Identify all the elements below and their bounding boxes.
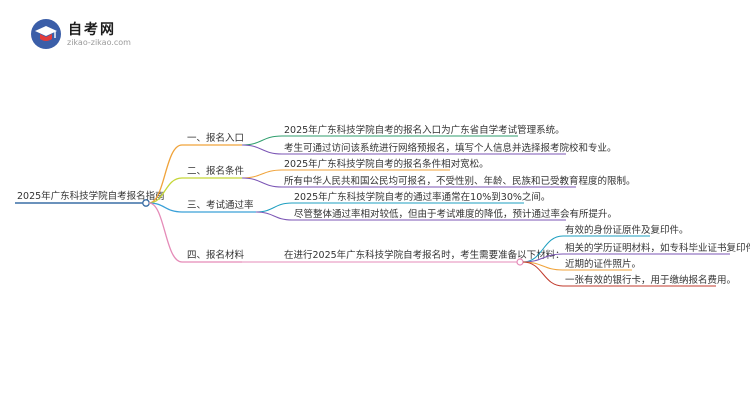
branch-3-link-1 — [255, 202, 524, 213]
trunk-b4 — [148, 202, 183, 263]
branch-4-intro: 在进行2025年广东科技学院自考报名时，考生需要准备以下材料： — [284, 249, 565, 261]
branch-3-link-2 — [255, 211, 566, 221]
branch-3-leaf-1: 2025年广东科技学院自考的通过率通常在10%到30%之间。 — [294, 191, 550, 203]
branch-4-label: 四、报名材料 — [187, 249, 245, 261]
branch-4-link-2 — [522, 253, 730, 263]
branch-4-link-1 — [522, 235, 650, 263]
branch-1-link-1 — [241, 135, 518, 146]
branch-1-label: 一、报名入口 — [187, 132, 244, 144]
branch-2-link-1 — [241, 169, 450, 179]
branch-1-leaf-2: 考生可通过访问该系统进行网络预报名，填写个人信息并选择报考院校和专业。 — [284, 142, 617, 154]
branch-4-leaf-2: 相关的学历证明材料，如专科毕业证书复印件。 — [565, 242, 750, 254]
root-label: 2025年广东科技学院自考报名指南 — [17, 190, 165, 202]
branch-2-label: 二、报名条件 — [187, 165, 245, 177]
site-url: zikao-zikao.com — [67, 38, 131, 47]
trunk-b1 — [148, 144, 183, 204]
branch-4-leaf-4: 一张有效的银行卡，用于缴纳报名费用。 — [565, 274, 736, 286]
graduation-cap-icon — [31, 19, 61, 49]
branch-4-hub-node — [516, 258, 524, 266]
branch-2-link-2 — [241, 177, 576, 188]
trunk-b2 — [148, 177, 183, 204]
branch-2-leaf-2: 所有中华人民共和国公民均可报名，不受性别、年龄、民族和已受教育程度的限制。 — [284, 175, 636, 187]
branch-1-leaf-1: 2025年广东科技学院自考的报名入口为广东省自学考试管理系统。 — [284, 124, 565, 136]
branch-4-leaf-1: 有效的身份证原件及复印件。 — [565, 224, 689, 236]
root-node — [142, 199, 150, 207]
trunk-b3 — [148, 202, 183, 213]
branch-1-link-2 — [241, 144, 566, 155]
branch-4-link-4 — [522, 261, 716, 287]
branch-3-leaf-2: 尽管整体通过率相对较低，但由于考试难度的降低，预计通过率会有所提升。 — [294, 208, 617, 220]
branch-2-leaf-1: 2025年广东科技学院自考的报名条件相对宽松。 — [284, 158, 489, 170]
site-logo[interactable]: 自考网 zikao-zikao.com — [30, 18, 140, 52]
site-name: 自考网 — [68, 22, 116, 38]
branch-3-label: 三、考试通过率 — [187, 199, 254, 211]
branch-4-leaf-3: 近期的证件照片。 — [565, 258, 641, 270]
